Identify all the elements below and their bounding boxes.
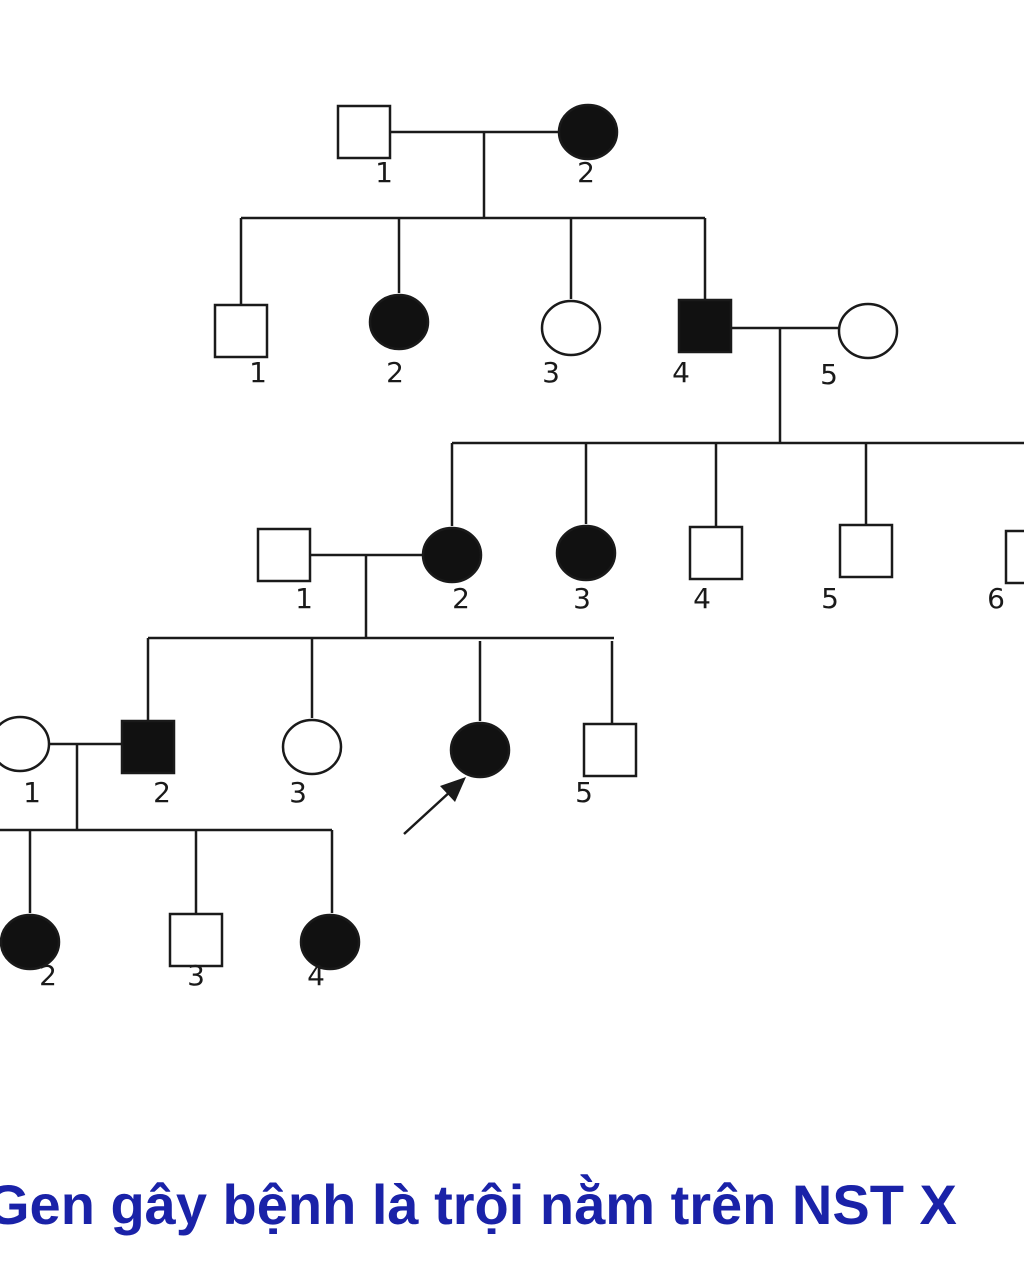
female-circle-g5-1-affected bbox=[0, 913, 61, 971]
individual-number-label: 1 bbox=[23, 776, 41, 809]
individual-number-label: 3 bbox=[542, 356, 560, 389]
pedigree-lines bbox=[0, 130, 1024, 914]
proband-arrow-head bbox=[440, 777, 466, 802]
female-circle-g3-3-affected bbox=[555, 524, 617, 582]
male-square-g3-5-unaffected bbox=[838, 523, 894, 579]
individual-number-label: 2 bbox=[577, 156, 595, 189]
female-circle-g2-5-unaffected bbox=[837, 302, 899, 360]
male-square-g3-4-unaffected bbox=[688, 525, 744, 581]
individual-number-label: 2 bbox=[386, 356, 404, 389]
female-circle-g1-2-affected bbox=[557, 103, 619, 161]
caption-text: Gen gây bệnh là trội nằm trên NST X bbox=[0, 1173, 957, 1236]
individual-number-label: 4 bbox=[672, 356, 690, 389]
individual-number-label: 6 bbox=[987, 582, 1005, 615]
male-square-g3-6-unaffected bbox=[1004, 529, 1024, 585]
individual-number-label: 5 bbox=[821, 582, 839, 615]
individual-number-label: 4 bbox=[693, 582, 711, 615]
individual-number-label: 3 bbox=[187, 959, 205, 992]
male-square-g3-1-unaffected bbox=[256, 527, 312, 583]
individual-number-label: 4 bbox=[307, 959, 325, 992]
male-square-g2-4-affected bbox=[677, 298, 733, 354]
individual-number-label: 1 bbox=[375, 156, 393, 189]
individual-number-label: 3 bbox=[289, 776, 307, 809]
female-circle-g4-1-unaffected bbox=[0, 715, 51, 773]
male-square-g5-2-unaffected bbox=[168, 912, 224, 968]
individual-number-label: 1 bbox=[249, 356, 267, 389]
female-circle-g5-3-affected bbox=[299, 913, 361, 971]
proband-arrow bbox=[403, 777, 466, 835]
individual-number-label: 2 bbox=[452, 582, 470, 615]
male-square-g2-1-unaffected bbox=[213, 303, 269, 359]
pedigree-individuals bbox=[0, 103, 1024, 971]
female-circle-g4-3-unaffected bbox=[281, 718, 343, 776]
male-square-g4-2-affected bbox=[120, 719, 176, 775]
individual-number-label: 5 bbox=[575, 776, 593, 809]
male-square-g4-5-unaffected bbox=[582, 722, 638, 778]
individual-number-label: 3 bbox=[573, 582, 591, 615]
individual-number-label: 2 bbox=[153, 776, 171, 809]
female-circle-g2-3-unaffected bbox=[540, 299, 602, 357]
individual-number-label: 5 bbox=[820, 358, 838, 391]
female-circle-g2-2-affected bbox=[368, 293, 430, 351]
pedigree-labels: 1 2 1 2 3 4 5 1 2 3 4 5 6 1 2 3 5 2 3 4 bbox=[23, 156, 1005, 992]
proband-arrow-shaft bbox=[403, 789, 453, 835]
female-circle-g3-2-affected bbox=[421, 526, 483, 584]
male-square-g1-1-unaffected bbox=[336, 104, 392, 160]
female-circle-g4-4-affected bbox=[449, 721, 511, 779]
individual-number-label: 2 bbox=[39, 959, 57, 992]
individual-number-label: 1 bbox=[295, 582, 313, 615]
